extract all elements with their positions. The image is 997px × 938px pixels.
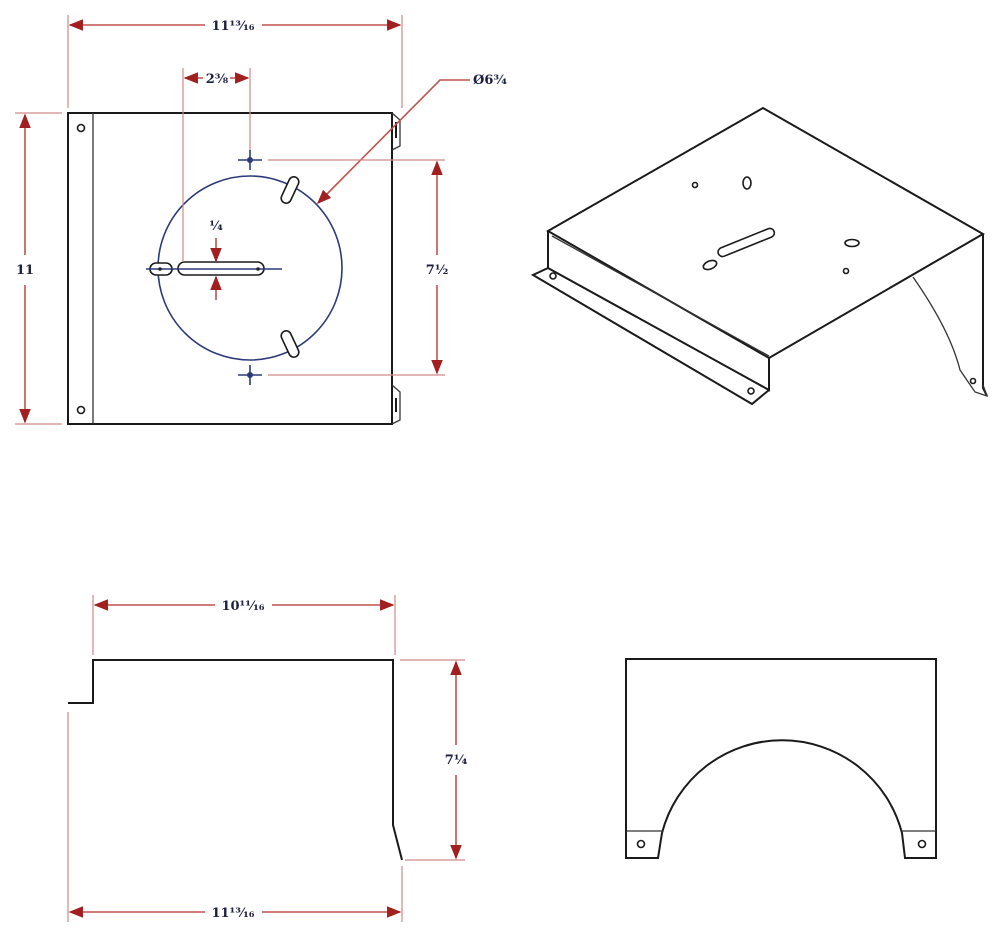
dim-overall-height: 11 [16,263,34,278]
front-hole-left [636,839,646,849]
iso-side-arch [912,276,989,398]
side-view: 10¹¹⁄₁₆ 7¹⁄₄ 11¹³⁄₁₆ [67,595,468,922]
iso-foot-flange [530,267,770,406]
flange-hole-top-left [76,123,86,133]
side-profile [68,659,403,861]
right-tab-top [391,112,401,151]
dim-side-top-length: 10¹¹⁄₁₆ [221,599,264,614]
top-view: 11¹³⁄₁₆ 2³⁄₈ Ø6³⁄₄ 11 7¹⁄₂ ¹⁄₄ [15,15,507,425]
center-mark-top [238,150,262,170]
dim-top-width: 11¹³⁄₁₆ [211,19,254,34]
dim-circle-diameter: Ø6³⁄₄ [473,73,507,88]
center-mark-bottom [238,365,262,385]
iso-small-slot [702,259,718,271]
iso-side-leg-edge [982,234,988,397]
front-view [625,658,937,859]
angled-slot-bottom [280,330,300,358]
angled-slot-top [280,176,300,204]
front-arch-plate [625,658,937,859]
dim-slot-width: ¹⁄₄ [209,219,223,234]
top-plate-outline [67,112,393,425]
iso-foot-hole-left [549,272,557,280]
right-tab-bottom [391,384,401,425]
dim-hole-spacing: 7¹⁄₂ [426,263,449,278]
dim-side-bottom-length: 11¹³⁄₁₆ [211,906,254,921]
iso-hole [691,181,699,189]
iso-front-flange [547,231,770,392]
iso-oval-hole-right [844,238,860,248]
flange-hole-bottom-left [76,405,86,415]
iso-foot-hole-right [747,387,755,395]
front-hole-right [917,839,927,849]
dim-hole-offset: 2³⁄₈ [206,72,229,87]
iso-oval-hole [742,176,752,190]
dim-side-height: 7¹⁄₄ [445,753,468,768]
iso-long-slot [717,227,776,258]
isometric-view [530,106,989,406]
